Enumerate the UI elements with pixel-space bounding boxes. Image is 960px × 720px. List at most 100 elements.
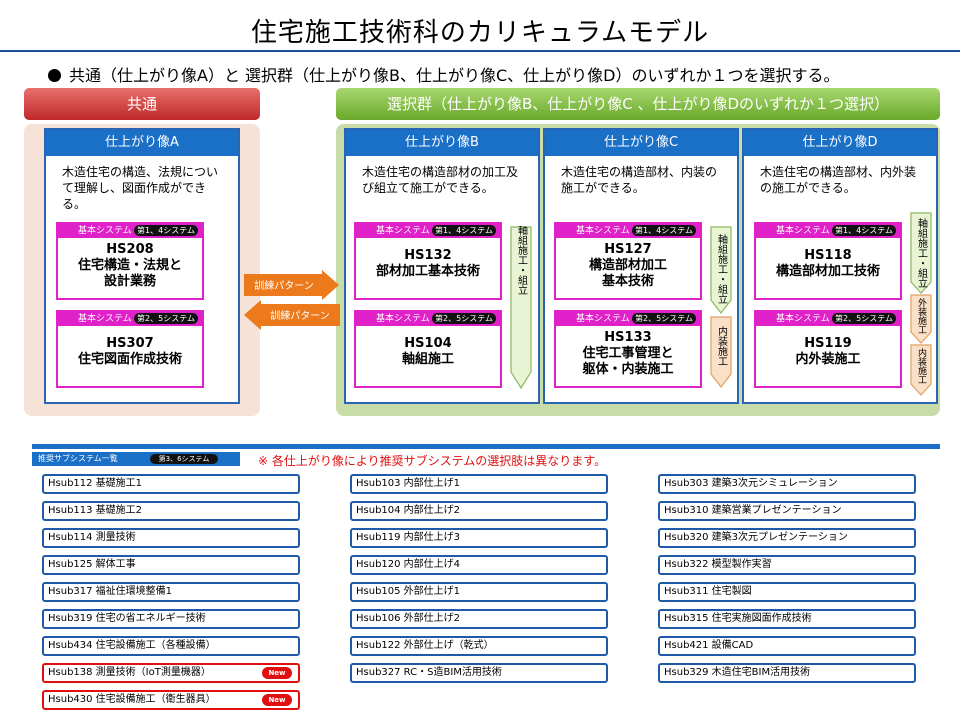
subsystem-item[interactable]: Hsub114 測量技術 bbox=[42, 528, 300, 548]
course-card-tab: 基本システム第2、5システム bbox=[756, 312, 900, 326]
course-card-hs104[interactable]: 基本システム第2、5システム HS104 軸組施工 bbox=[354, 310, 502, 388]
skill-arrow-d2: 外装施工 bbox=[910, 294, 932, 344]
skill-arrow-c2: 内装施工 bbox=[710, 316, 732, 388]
subsystem-item[interactable]: Hsub319 住宅の省エネルギー技術 bbox=[42, 609, 300, 629]
column-a-desc: 木造住宅の構造、法規について理解し、図面作成ができる。 bbox=[62, 165, 219, 211]
subsystem-item[interactable]: Hsub421 設備CAD bbox=[658, 636, 916, 656]
subsystem-item[interactable]: Hsub317 福祉住環境整備1 bbox=[42, 582, 300, 602]
course-card-body: HS208 住宅構造・法規と 設計業務 bbox=[58, 238, 202, 290]
course-card-hs208[interactable]: 基本システム第1、4システム HS208 住宅構造・法規と 設計業務 bbox=[56, 222, 204, 300]
card-tab-label: 基本システム bbox=[776, 226, 830, 236]
subsystem-item[interactable]: Hsub320 建築3次元プレゼンテーション bbox=[658, 528, 916, 548]
course-card-body: HS132 部材加工基本技術 bbox=[356, 238, 500, 280]
new-badge: New bbox=[262, 694, 292, 706]
course-name-1: 軸組施工 bbox=[401, 352, 454, 367]
course-card-hs133[interactable]: 基本システム第2、5システム HS133 住宅工事管理と 躯体・内装施工 bbox=[554, 310, 702, 388]
course-card-hs118[interactable]: 基本システム第1、4システム HS118 構造部材加工技術 bbox=[754, 222, 902, 300]
subsystem-item-label: Hsub125 解体工事 bbox=[48, 559, 136, 570]
course-code: HS127 bbox=[604, 242, 652, 257]
skill-arrow-b1: 軸組施工・組立 bbox=[510, 226, 532, 390]
card-tab-label: 基本システム bbox=[376, 314, 430, 324]
subsystem-item-label: Hsub105 外部仕上げ1 bbox=[356, 586, 461, 597]
system-badge: 第1、4システム bbox=[832, 225, 896, 236]
course-name-1: 住宅構造・法規と bbox=[77, 258, 182, 273]
course-card-tab: 基本システム第2、5システム bbox=[556, 312, 700, 326]
course-name-2: 躯体・内装施工 bbox=[582, 362, 674, 377]
subsystem-item-label: Hsub430 住宅設備施工（衛生器具） bbox=[48, 694, 216, 705]
course-card-body: HS118 構造部材加工技術 bbox=[756, 238, 900, 280]
course-card-hs119[interactable]: 基本システム第2、5システム HS119 内外装施工 bbox=[754, 310, 902, 388]
subsystem-header-label: 推奨サブシステム一覧 bbox=[38, 454, 118, 463]
subsystem-item[interactable]: Hsub310 建築営業プレゼンテーション bbox=[658, 501, 916, 521]
card-tab-label: 基本システム bbox=[376, 226, 430, 236]
subsystem-item-label: Hsub106 外部仕上げ2 bbox=[356, 613, 461, 624]
subsystem-item[interactable]: Hsub303 建築3次元シミュレーション bbox=[658, 474, 916, 494]
subsystem-item[interactable]: Hsub103 内部仕上げ1 bbox=[350, 474, 608, 494]
column-d-head: 仕上がり像D bbox=[744, 130, 936, 156]
subsystem-item[interactable]: Hsub105 外部仕上げ1 bbox=[350, 582, 608, 602]
subsystem-item[interactable]: Hsub434 住宅設備施工（各種設備） bbox=[42, 636, 300, 656]
subsystem-item[interactable]: Hsub104 内部仕上げ2 bbox=[350, 501, 608, 521]
subsystem-item[interactable]: Hsub113 基礎施工2 bbox=[42, 501, 300, 521]
subsystem-item[interactable]: Hsub327 RC・S造BIM活用技術 bbox=[350, 663, 608, 683]
subsystem-item-label: Hsub322 模型製作実習 bbox=[664, 559, 772, 570]
page-title: 住宅施工技術科のカリキュラムモデル bbox=[250, 18, 710, 48]
subsystem-item[interactable]: Hsub311 住宅製図 bbox=[658, 582, 916, 602]
skill-arrow-c1: 軸組施工・組立 bbox=[710, 226, 732, 314]
skill-arrow-text: 外装施工 bbox=[916, 297, 927, 334]
subsystem-item-label: Hsub310 建築営業プレゼンテーション bbox=[664, 505, 842, 516]
course-card-body: HS104 軸組施工 bbox=[356, 326, 500, 368]
course-card-tab: 基本システム第1、4システム bbox=[756, 224, 900, 238]
subsystem-item[interactable]: Hsub119 内部仕上げ3 bbox=[350, 528, 608, 548]
subsystem-item[interactable]: Hsub106 外部仕上げ2 bbox=[350, 609, 608, 629]
course-card-hs132[interactable]: 基本システム第1、4システム HS132 部材加工基本技術 bbox=[354, 222, 502, 300]
subsystem-note: ※ 各仕上がり像により推奨サブシステムの選択肢は異なります。 bbox=[258, 454, 607, 468]
subsystem-item[interactable]: Hsub112 基礎施工1 bbox=[42, 474, 300, 494]
subsystem-item[interactable]: Hsub329 木造住宅BIM活用技術 bbox=[658, 663, 916, 683]
subsystem-item[interactable]: Hsub138 測量技術（IoT測量機器）New bbox=[42, 663, 300, 683]
column-c-desc: 木造住宅の構造部材、内装の施工ができる。 bbox=[561, 165, 718, 195]
course-card-tab: 基本システム第2、5システム bbox=[58, 312, 202, 326]
skill-arrow-d3: 内装施工 bbox=[910, 344, 932, 396]
course-name-2: 基本技術 bbox=[601, 274, 654, 289]
intro-line: 共通（仕上がり像A）と 選択群（仕上がり像B、仕上がり像C、仕上がり像D）のいず… bbox=[48, 62, 840, 86]
course-card-hs127[interactable]: 基本システム第1、4システム HS127 構造部材加工 基本技術 bbox=[554, 222, 702, 300]
course-card-hs307[interactable]: 基本システム第2、5システム HS307 住宅図面作成技術 bbox=[56, 310, 204, 388]
subsystem-item-label: Hsub320 建築3次元プレゼンテーション bbox=[664, 532, 848, 543]
subsystem-item[interactable]: Hsub430 住宅設備施工（衛生器具） New bbox=[42, 690, 300, 710]
column-b-head: 仕上がり像B bbox=[346, 130, 538, 156]
course-code: HS133 bbox=[604, 330, 652, 345]
subsystem-item-label: Hsub303 建築3次元シミュレーション bbox=[664, 478, 838, 489]
skill-arrow-d1: 軸組施工・組立 bbox=[910, 212, 932, 294]
system-badge: 第2、5システム bbox=[134, 313, 198, 324]
subsystem-item[interactable]: Hsub322 模型製作実習 bbox=[658, 555, 916, 575]
skill-arrow-text: 内装施工 bbox=[716, 325, 728, 366]
subsystem-item-label: Hsub315 住宅実施図面作成技術 bbox=[664, 613, 812, 624]
column-c-head: 仕上がり像C bbox=[545, 130, 737, 156]
course-code: HS118 bbox=[804, 248, 852, 263]
system-badge: 第2、5システム bbox=[432, 313, 496, 324]
subsystem-header: 推奨サブシステム一覧 第3、6システム bbox=[32, 452, 240, 466]
course-code: HS119 bbox=[804, 336, 852, 351]
intro-text: 共通（仕上がり像A）と 選択群（仕上がり像B、仕上がり像C、仕上がり像D）のいず… bbox=[69, 66, 840, 85]
subsystem-item[interactable]: Hsub125 解体工事 bbox=[42, 555, 300, 575]
subsystem-item[interactable]: Hsub122 外部仕上げ（乾式） bbox=[350, 636, 608, 656]
course-code: HS307 bbox=[106, 336, 154, 351]
subsystem-item-label: Hsub138 測量技術（IoT測量機器） bbox=[48, 667, 211, 678]
subsystem-item-label: Hsub104 内部仕上げ2 bbox=[356, 505, 461, 516]
training-arrow-label: 訓練パターン bbox=[270, 309, 330, 322]
skill-arrow-text: 内装施工 bbox=[916, 347, 927, 384]
course-card-body: HS133 住宅工事管理と 躯体・内装施工 bbox=[556, 326, 700, 378]
column-d-desc: 木造住宅の構造部材、内外装の施工ができる。 bbox=[760, 165, 917, 195]
skill-arrow-text: 軸組施工・組立 bbox=[716, 233, 728, 304]
course-code: HS104 bbox=[404, 336, 452, 351]
subsystem-item-label: Hsub329 木造住宅BIM活用技術 bbox=[664, 667, 811, 678]
course-card-body: HS119 内外装施工 bbox=[756, 326, 900, 368]
select-banner: 選択群（仕上がり像B、仕上がり像C 、仕上がり像Dのいずれか１つ選択） bbox=[336, 88, 940, 120]
course-code: HS132 bbox=[404, 248, 452, 263]
subsystem-item[interactable]: Hsub315 住宅実施図面作成技術 bbox=[658, 609, 916, 629]
system-badge: 第2、5システム bbox=[832, 313, 896, 324]
column-b-desc: 木造住宅の構造部材の加工及び組立て施工ができる。 bbox=[362, 165, 519, 195]
subsystem-item[interactable]: Hsub120 内部仕上げ4 bbox=[350, 555, 608, 575]
bullet-icon bbox=[48, 69, 61, 82]
